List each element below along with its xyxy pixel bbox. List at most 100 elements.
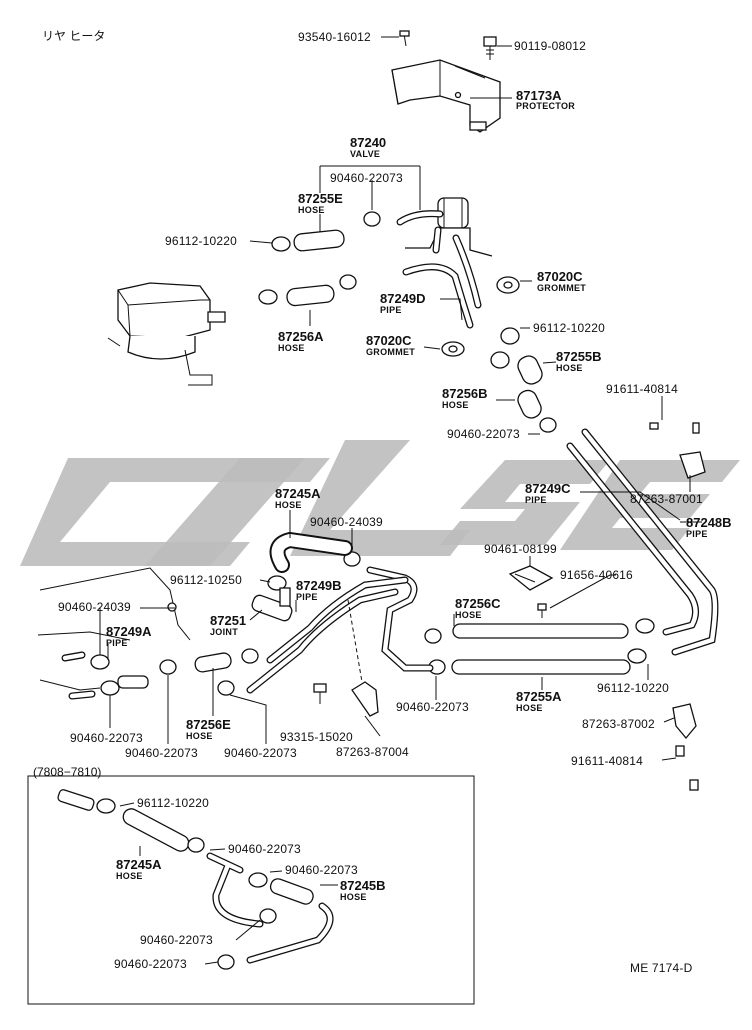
callout-87263-87001: 87263-87001 — [630, 492, 703, 506]
protector-part — [391, 59, 501, 133]
callout-87255e-desc: HOSE — [298, 205, 325, 215]
callout-87256a-desc: HOSE — [278, 343, 305, 353]
watermark-logo — [20, 440, 740, 566]
callout-87240: 87240 — [350, 135, 387, 150]
callout-87173a-desc: PROTECTOR — [516, 101, 576, 111]
callout-87256c-desc: HOSE — [455, 610, 482, 620]
callout-93315-15020: 93315-15020 — [280, 730, 353, 744]
grommet-upper — [496, 276, 520, 294]
grommet-lower — [441, 341, 465, 357]
callout-87249d-desc: PIPE — [380, 305, 402, 315]
callout-87173a: 87173A — [516, 88, 562, 103]
bracket-87263-87004 — [347, 599, 379, 717]
inset-label: (7808−7810) — [33, 765, 102, 779]
screw-part — [399, 30, 410, 47]
callout-inset-90460-22073-c: 90460-22073 — [140, 933, 213, 947]
joint-87251 — [251, 587, 293, 622]
callout-87255a-desc: HOSE — [516, 703, 543, 713]
hose-87256a — [286, 284, 335, 307]
bolt-part — [483, 36, 497, 60]
engine-outline — [37, 567, 191, 691]
callout-87249c-desc: PIPE — [525, 495, 547, 505]
callout-87248b-desc: PIPE — [686, 529, 708, 539]
callout-87249d: 87249D — [380, 291, 426, 306]
callout-87255e: 87255E — [298, 191, 343, 206]
hose-87255a — [451, 659, 631, 675]
callout-93540-16012: 93540-16012 — [298, 30, 371, 44]
pipe-87249b — [246, 566, 434, 694]
callout-90460-24039-b: 90460-24039 — [58, 600, 131, 614]
bracket-87263-87002 — [672, 703, 699, 791]
callout-87256b-desc: HOSE — [442, 400, 469, 410]
diagram-title: リヤ ヒータ — [42, 29, 106, 43]
callout-87256e-desc: HOSE — [186, 731, 213, 741]
pipe-87249d — [402, 234, 482, 329]
callout-inset-90460-22073-d: 90460-22073 — [114, 957, 187, 971]
callout-90460-22073-b: 90460-22073 — [447, 427, 520, 441]
callout-90460-22073-e: 90460-22073 — [125, 746, 198, 760]
inset-frame — [27, 775, 475, 1005]
leader-lines — [99, 36, 702, 761]
callout-91656-40616: 91656-40616 — [560, 568, 633, 582]
callout-87251: 87251 — [210, 613, 247, 628]
callout-87245a-a: 87245A — [275, 486, 321, 501]
callout-87248b: 87248B — [686, 515, 732, 530]
callout-inset-96112-10220: 96112-10220 — [137, 796, 210, 810]
heater-unit — [107, 282, 226, 386]
inset-parts — [57, 789, 338, 970]
bracket-87263-87001 — [649, 422, 706, 479]
callout-90460-22073-f: 90460-22073 — [224, 746, 297, 760]
callout-87263-87002: 87263-87002 — [582, 717, 655, 731]
pipe-87249a — [61, 651, 149, 700]
callout-90119-08012: 90119-08012 — [514, 39, 587, 53]
callout-87249b: 87249B — [296, 578, 342, 593]
pipe-87248b — [581, 428, 719, 656]
hose-87256e — [194, 652, 232, 673]
screw-91656-40616 — [537, 603, 547, 618]
callout-87255a: 87255A — [516, 689, 562, 704]
callout-87020c-b: 87020C — [366, 333, 412, 348]
callout-90460-22073-d: 90460-22073 — [70, 731, 143, 745]
callout-91611-40814-b: 91611-40814 — [571, 754, 644, 768]
callout-inset-90460-22073-b: 90460-22073 — [285, 863, 358, 877]
callout-87249c: 87249C — [525, 481, 571, 496]
screw-93315-15020 — [313, 683, 327, 698]
callout-96112-10250: 96112-10250 — [170, 573, 243, 587]
callout-inset-87245a: 87245A — [116, 857, 162, 872]
hose-87256b — [517, 389, 542, 419]
callout-96112-10220-b: 96112-10220 — [533, 321, 606, 335]
callout-87255b-desc: HOSE — [556, 363, 583, 373]
callout-90460-24039-a: 90460-24039 — [310, 515, 383, 529]
callout-87256e: 87256E — [186, 717, 231, 732]
callout-90461-08199: 90461-08199 — [484, 542, 557, 556]
callout-87255b: 87255B — [556, 349, 602, 364]
callout-87249a: 87249A — [106, 624, 152, 639]
callout-87020c-a: 87020C — [537, 269, 583, 284]
bracket-90461-08199 — [508, 565, 554, 591]
callout-96112-10220-a: 96112-10220 — [165, 234, 238, 248]
callout-87256b: 87256B — [442, 386, 488, 401]
callout-87020c-b-desc: GROMMET — [366, 347, 416, 357]
callout-87251-desc: JOINT — [210, 627, 239, 637]
callout-inset-87245b-desc: HOSE — [340, 892, 367, 902]
pipe-87249c — [566, 442, 699, 636]
callout-87240-desc: VALVE — [350, 149, 381, 159]
hose-87255b — [517, 355, 543, 385]
drawing-code: ME 7174-D — [630, 961, 693, 975]
callout-87263-87004: 87263-87004 — [336, 745, 409, 759]
callout-91611-40814-a: 91611-40814 — [606, 382, 679, 396]
callout-inset-87245a-desc: HOSE — [116, 871, 143, 881]
callout-87249b-desc: PIPE — [296, 592, 318, 602]
callout-90460-22073-c: 90460-22073 — [396, 700, 469, 714]
callout-87020c-a-desc: GROMMET — [537, 283, 587, 293]
callout-87256a: 87256A — [278, 329, 324, 344]
callout-96112-10220-c: 96112-10220 — [597, 681, 670, 695]
callout-inset-87245b: 87245B — [340, 878, 386, 893]
callout-87249a-desc: PIPE — [106, 638, 128, 648]
hose-87256c — [452, 623, 629, 639]
callout-87256c: 87256C — [455, 596, 501, 611]
hose-87245a — [269, 531, 353, 573]
hose-clamps — [90, 211, 655, 696]
